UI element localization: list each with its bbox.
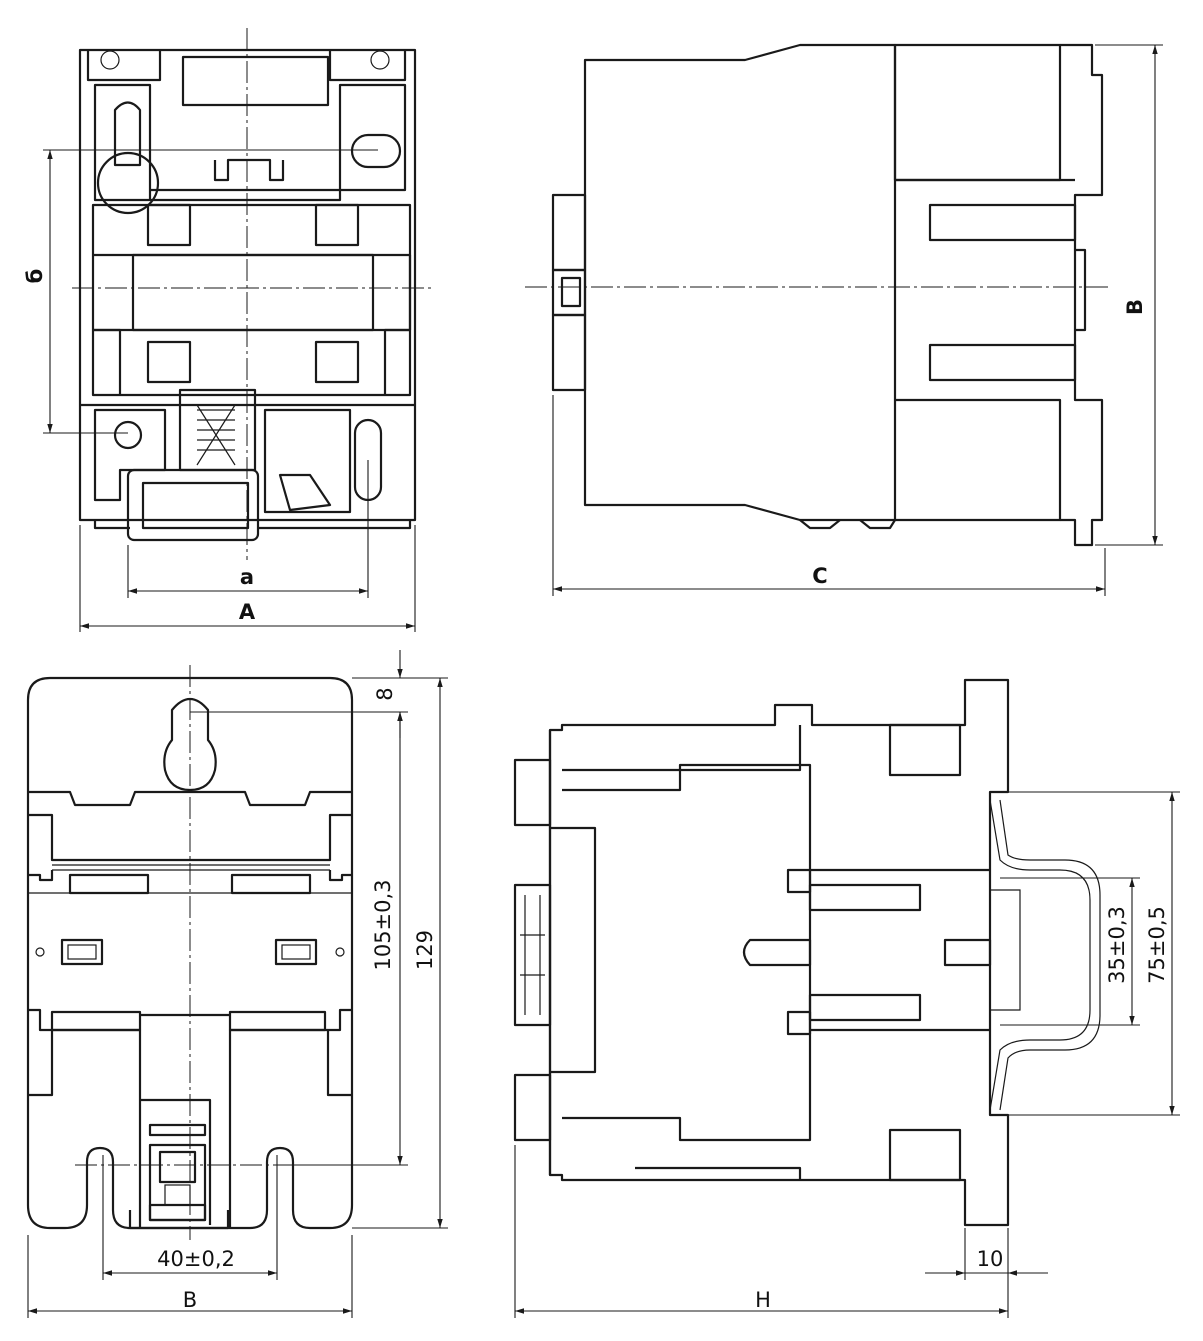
dim-label-40: 40±0,2 <box>157 1247 235 1271</box>
rear-dimensions <box>27 650 448 1318</box>
dim-label-129: 129 <box>413 930 437 970</box>
din-rail-view <box>513 678 1101 1227</box>
dim-label-a: a <box>240 565 254 589</box>
front-view <box>78 48 417 542</box>
dim-label-75: 75±0,5 <box>1145 906 1169 984</box>
dim-label-A: A <box>239 600 256 624</box>
din-dimensions <box>514 791 1180 1318</box>
dim-label-35: 35±0,3 <box>1105 906 1129 984</box>
side-view <box>551 43 1104 547</box>
side-dimensions <box>552 44 1163 596</box>
dim-label-B-rear: B <box>183 1288 197 1312</box>
front-dimensions <box>43 149 416 632</box>
rear-center-lines <box>75 665 295 1240</box>
dim-label-b: б <box>23 269 47 284</box>
dim-label-8: 8 <box>373 687 397 700</box>
dim-label-10: 10 <box>977 1247 1004 1271</box>
front-center-lines <box>72 28 432 560</box>
dim-label-H: H <box>755 1288 771 1312</box>
dim-label-105: 105±0,3 <box>371 879 395 970</box>
dim-label-B-side: B <box>1123 299 1147 315</box>
dim-label-C: C <box>812 564 827 588</box>
rear-view <box>26 676 354 1230</box>
